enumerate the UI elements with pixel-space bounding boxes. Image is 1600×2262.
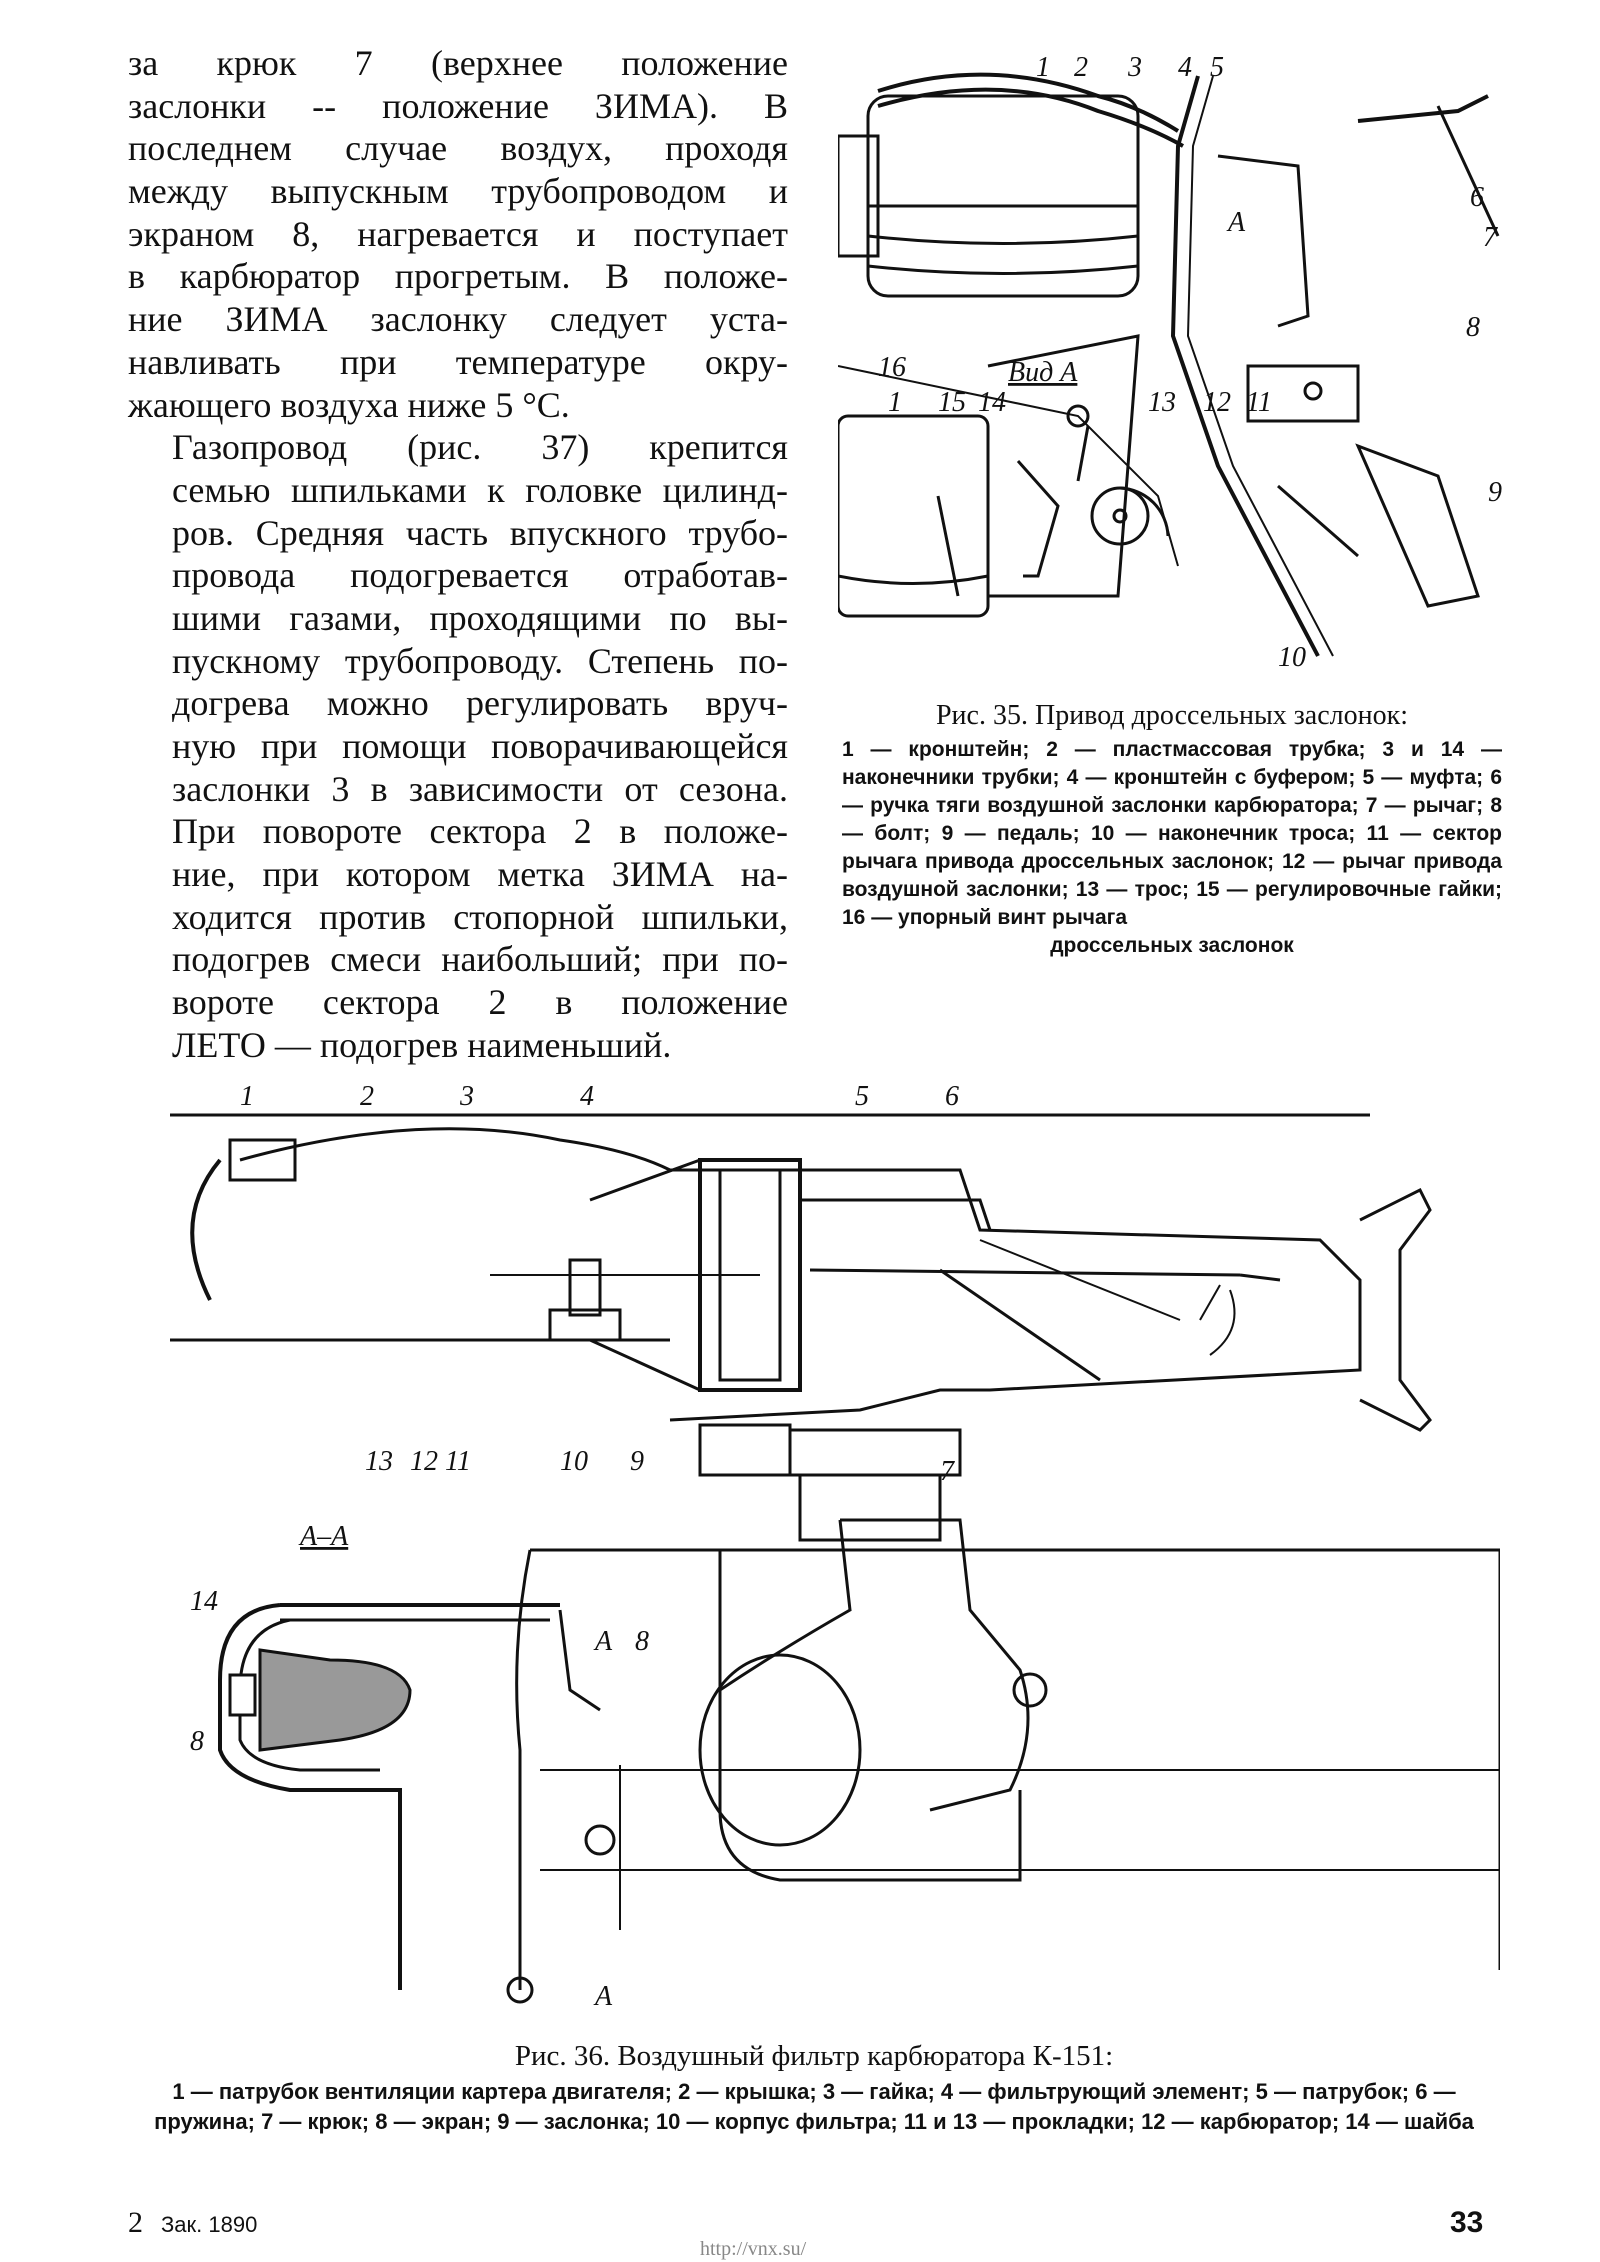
- figure-35-drawing: 1 2 3 4 5 6 7 8 9 10 11 12 13 14 15 16 1…: [838, 52, 1502, 673]
- figure-35-caption-last: дроссельных заслонок: [1050, 934, 1294, 957]
- text-line: ние, при котором метка ЗИМА на-: [172, 854, 788, 895]
- text-line: При повороте сектора 2 в положе-: [172, 811, 788, 852]
- text-line: в карбюратор прогретым. В положе-: [128, 256, 788, 297]
- fig36-label-11: 11: [445, 1446, 471, 1477]
- fig36-section-label: А–А: [298, 1521, 349, 1552]
- text-line: ную при помощи поворачивающейся: [172, 726, 788, 766]
- sheet-number: 2: [128, 2206, 143, 2239]
- fig36-label-8b: 8: [190, 1726, 204, 1757]
- text-line: пускному трубопроводу. Степень по-: [172, 640, 788, 681]
- fig35-label-5: 5: [1210, 52, 1224, 83]
- text-line: между выпускным трубопроводом и: [128, 171, 788, 212]
- fig36-label-2: 2: [360, 1081, 374, 1112]
- fig35-label-4: 4: [1178, 52, 1192, 83]
- fig35-label-14: 14: [978, 387, 1006, 418]
- fig35-label-9: 9: [1488, 477, 1502, 508]
- fig36-label-8: 8: [635, 1626, 649, 1657]
- fig36-label-10: 10: [560, 1446, 588, 1477]
- text-line: жающего воздуха ниже 5 °С.: [128, 384, 570, 425]
- fig35-label-15: 15: [938, 387, 966, 418]
- text-line: догрева можно регулировать вруч-: [172, 683, 788, 724]
- fig36-cut-label-bottom: А: [593, 1981, 613, 2010]
- fig35-label-13: 13: [1148, 387, 1176, 418]
- fig36-label-7: 7: [940, 1456, 955, 1487]
- fig35-label-16: 16: [878, 352, 906, 383]
- fig35-label-10: 10: [1278, 642, 1306, 673]
- figure-36-caption-title: Рис. 36. Воздушный фильтр карбюратора К-…: [514, 2040, 1114, 2072]
- fig35-label-12: 12: [1203, 387, 1231, 418]
- fig35-label-1b: 1: [888, 387, 902, 418]
- text-line: за крюк 7 (верхнее положение: [128, 43, 788, 83]
- fig36-label-6: 6: [945, 1081, 959, 1112]
- text-line: провода подогревается отработав-: [172, 555, 788, 596]
- text-line: экраном 8, нагревается и поступает: [128, 213, 788, 254]
- order-number: Зак. 1890: [161, 2212, 258, 2237]
- text-line: семью шпильками к головке цилинд-: [172, 469, 788, 510]
- fig35-label-8: 8: [1466, 312, 1480, 343]
- text-line: заслонки 3 в зависимости от сезона.: [172, 768, 788, 809]
- text-line: ходится против стопорной шпильки,: [172, 896, 788, 937]
- figure-35-caption-body: 1 — кронштейн; 2 — пластмассовая трубка;…: [842, 738, 1502, 929]
- fig35-label-6: 6: [1470, 182, 1484, 213]
- fig36-label-1: 1: [240, 1081, 254, 1112]
- fig35-arrow-label: А: [1226, 207, 1246, 238]
- figure-36-drawing: 1 2 3 4 5 6 7 8 9 10 11 12 13 14 8 А–А А…: [170, 1081, 1500, 2010]
- text-line: навливать при температуре окру-: [128, 341, 788, 382]
- fig35-label-2: 2: [1074, 52, 1088, 83]
- page-footer-left: 2 Зак. 1890: [128, 2206, 257, 2240]
- figure-36-caption: Рис. 36. Воздушный фильтр карбюратора К-…: [128, 2040, 1500, 2137]
- text-line: ров. Средняя часть впускного трубо-: [172, 512, 788, 553]
- text-line: Газопровод (рис. 37) крепится: [172, 427, 788, 468]
- text-line: вороте сектора 2 в положение: [172, 982, 788, 1023]
- text-line: ЛЕТО — подогрев наименьший.: [172, 1024, 672, 1065]
- fig36-cut-label-top: А: [593, 1626, 613, 1657]
- fig35-view-label: Вид А: [1008, 357, 1078, 388]
- watermark: http://vnx.su/: [700, 2238, 807, 2260]
- fig36-label-12: 12: [410, 1446, 438, 1477]
- fig36-label-4: 4: [580, 1081, 594, 1112]
- figure-35-caption: Рис. 35. Привод дроссельных заслонок: 1 …: [842, 700, 1502, 960]
- figure-36-caption-body: 1 — патрубок вентиляции картера двигател…: [154, 2079, 1474, 2134]
- fig36-label-13: 13: [365, 1446, 393, 1477]
- fig36-label-5: 5: [855, 1081, 869, 1112]
- fig35-label-1: 1: [1036, 52, 1050, 83]
- figure-35-caption-title: Рис. 35. Привод дроссельных заслонок:: [935, 700, 1409, 731]
- text-line: заслонки -- положение ЗИМА). В: [128, 85, 788, 126]
- fig36-label-3: 3: [459, 1081, 474, 1112]
- fig35-label-3: 3: [1127, 52, 1142, 83]
- text-line: шими газами, проходящими по вы-: [172, 597, 788, 638]
- page-number: 33: [1450, 2206, 1484, 2239]
- text-line: ние ЗИМА заслонку следует уста-: [128, 299, 788, 340]
- fig36-label-14: 14: [190, 1586, 218, 1617]
- text-line: последнем случае воздух, проходя: [128, 128, 788, 169]
- fig35-label-7: 7: [1483, 222, 1498, 253]
- text-line: подогрев смеси наибольший; при по-: [172, 939, 788, 980]
- fig35-label-11: 11: [1246, 387, 1272, 418]
- fig36-label-9: 9: [630, 1446, 644, 1477]
